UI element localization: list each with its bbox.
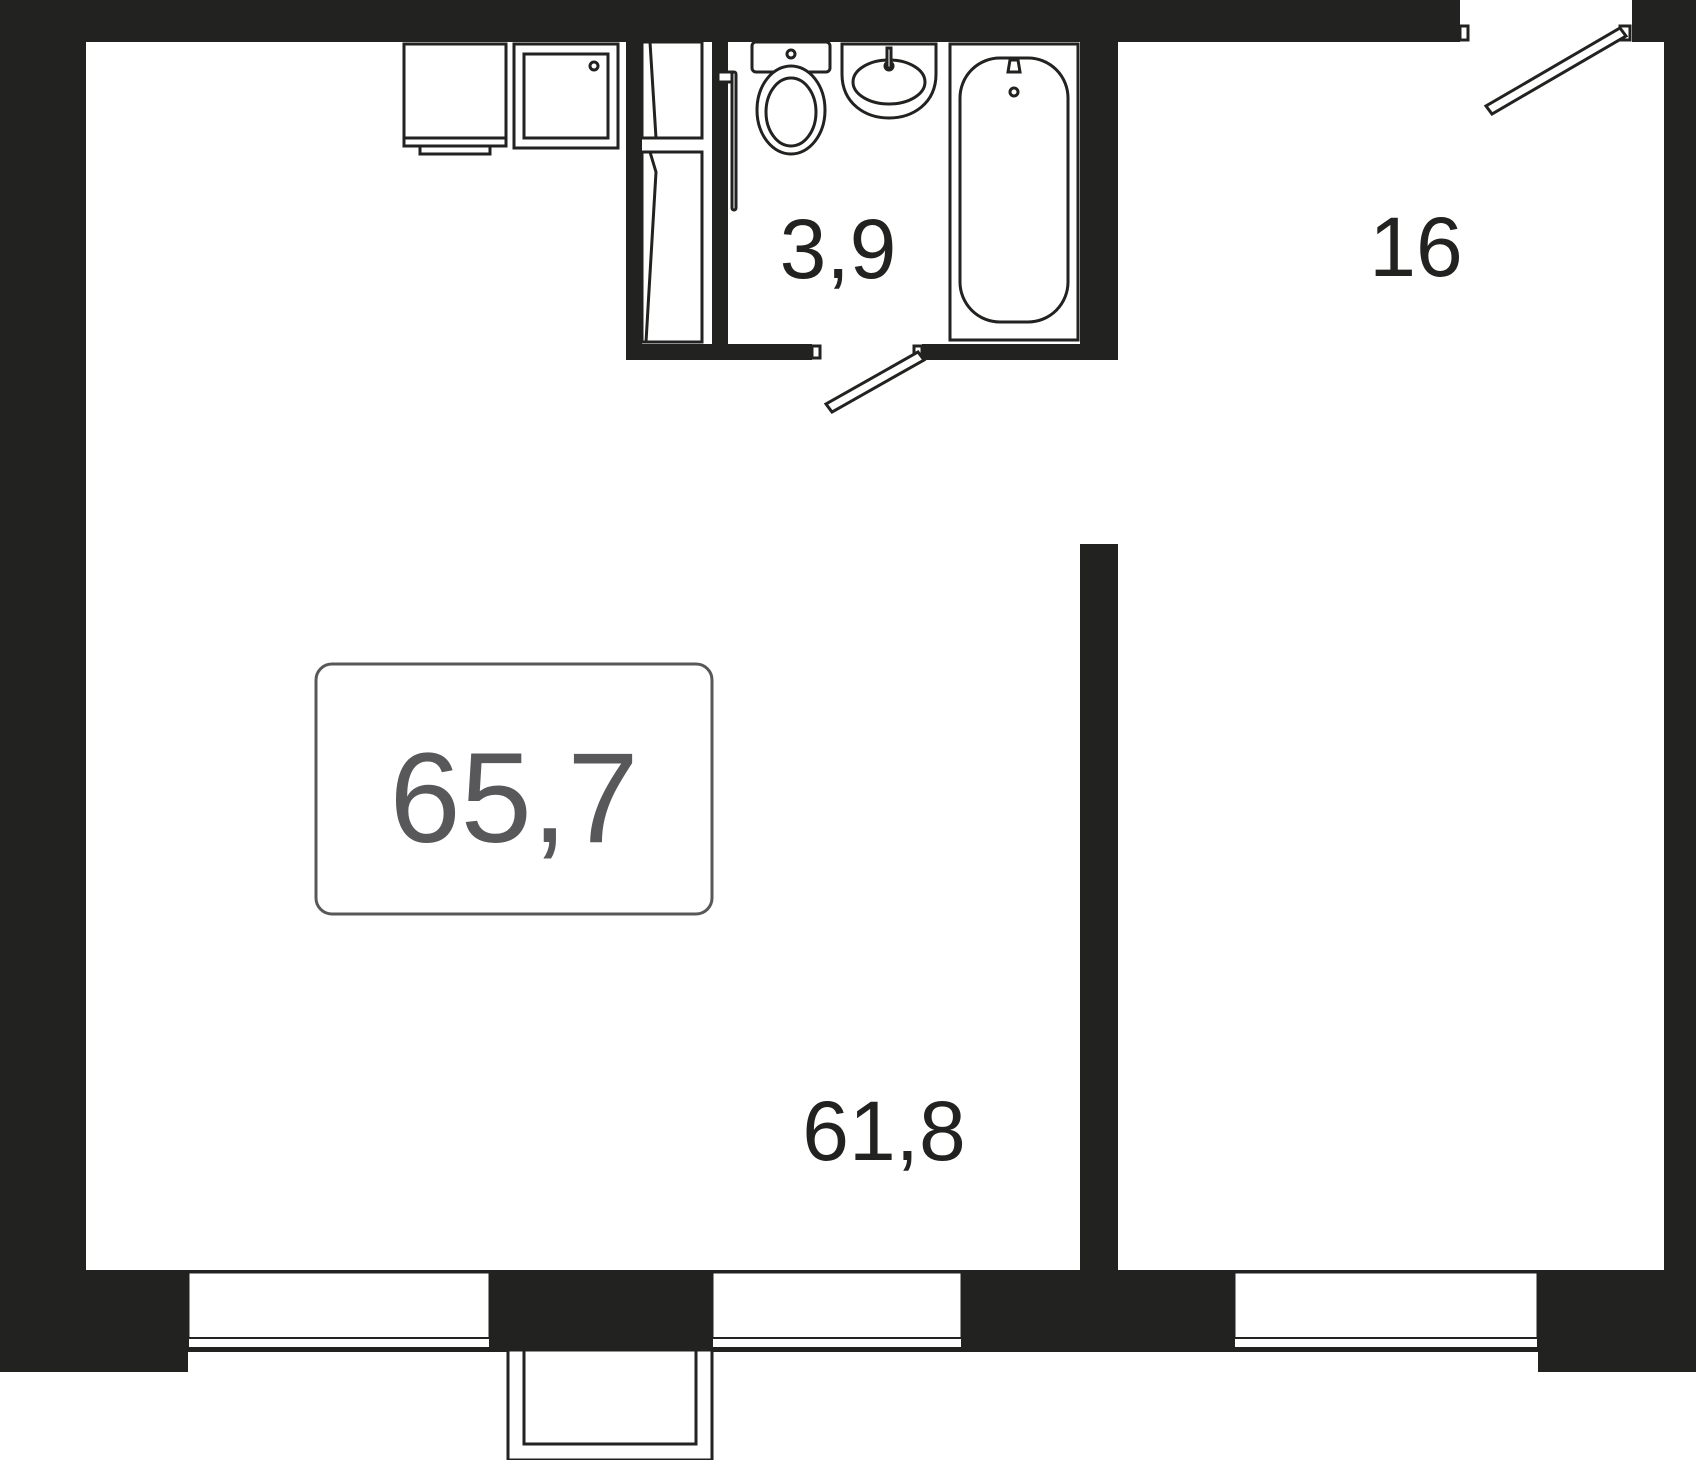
room-area-bedroom: 16 (1369, 200, 1462, 294)
wall-top (0, 0, 1460, 42)
wall-left (0, 0, 86, 1372)
pier-balcony (490, 1270, 712, 1352)
toilet (716, 40, 832, 212)
room-area-bathroom: 3,9 (780, 202, 897, 296)
window-middle (710, 1270, 964, 1349)
pier-middle (962, 1270, 1234, 1352)
window-left (186, 1270, 492, 1349)
bathroom-wall-inner (712, 42, 728, 360)
kitchen-fixtures (402, 40, 704, 344)
fridge (640, 40, 704, 344)
total-area-frame (314, 662, 714, 916)
bathroom-door (810, 344, 927, 414)
total-area-badge: 65,7 (314, 662, 714, 916)
pier-right (1538, 1270, 1696, 1372)
doors (810, 26, 1629, 414)
washbasin (840, 42, 938, 120)
bathtub (948, 42, 1080, 342)
window-right (1232, 1270, 1540, 1349)
windows (186, 1270, 1540, 1460)
sink-cabinet (512, 42, 620, 150)
wall-right (1664, 0, 1696, 1280)
pier-left (0, 1270, 188, 1372)
bathroom-wall-left (626, 42, 642, 360)
partition-wall (1080, 544, 1118, 1274)
total-area-value: 65,7 (389, 727, 638, 870)
room-area-living-kitchen: 61,8 (802, 1084, 966, 1178)
balcony-door (506, 1348, 714, 1460)
bathroom-wall-right (1080, 42, 1118, 360)
entrance-door (1483, 26, 1629, 116)
stove (402, 42, 508, 156)
bathroom-fixtures (716, 40, 1080, 342)
interior-walls (626, 42, 1118, 1274)
bathroom-wall-bottom-right (922, 344, 1118, 360)
door-jamb-top (1458, 24, 1470, 42)
